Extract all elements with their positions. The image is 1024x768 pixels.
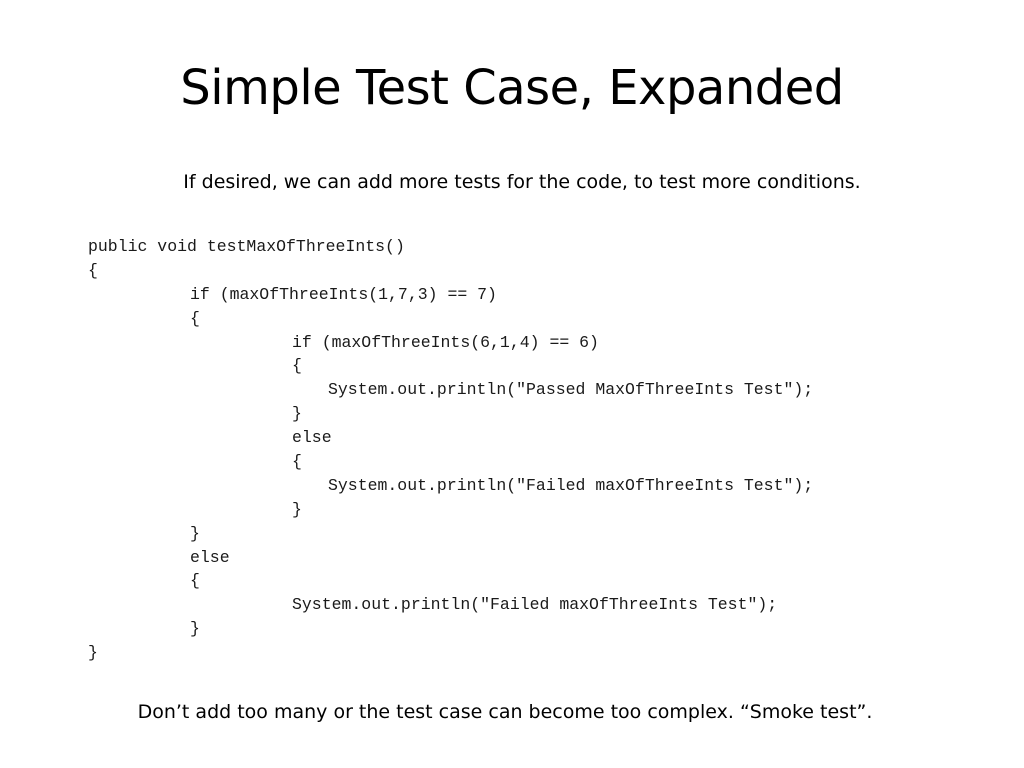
code-line: System.out.println("Passed MaxOfThreeInt… xyxy=(328,380,814,400)
code-line: } xyxy=(88,643,98,663)
code-block: public void testMaxOfThreeInts() { if (m… xyxy=(88,235,813,665)
code-line: } xyxy=(292,499,302,519)
slide-footer: Don’t add too many or the test case can … xyxy=(137,701,873,723)
code-line: if (maxOfThreeInts(6,1,4) == 6) xyxy=(292,332,599,352)
code-line: System.out.println("Failed maxOfThreeInt… xyxy=(292,595,778,615)
code-line: { xyxy=(88,260,98,280)
code-line: { xyxy=(292,452,302,472)
code-line: { xyxy=(190,571,200,591)
code-line: { xyxy=(190,308,200,328)
code-line: { xyxy=(292,356,302,376)
code-line: } xyxy=(190,619,200,639)
slide-subtitle: If desired, we can add more tests for th… xyxy=(183,171,861,193)
code-line: } xyxy=(190,523,200,543)
code-line: else xyxy=(190,547,230,567)
code-line: else xyxy=(292,428,332,448)
code-line: if (maxOfThreeInts(1,7,3) == 7) xyxy=(190,284,497,304)
code-line: System.out.println("Failed maxOfThreeInt… xyxy=(328,475,814,495)
code-line: } xyxy=(292,404,302,424)
code-line: public void testMaxOfThreeInts() xyxy=(88,237,405,256)
slide-title: Simple Test Case, Expanded xyxy=(180,60,844,116)
